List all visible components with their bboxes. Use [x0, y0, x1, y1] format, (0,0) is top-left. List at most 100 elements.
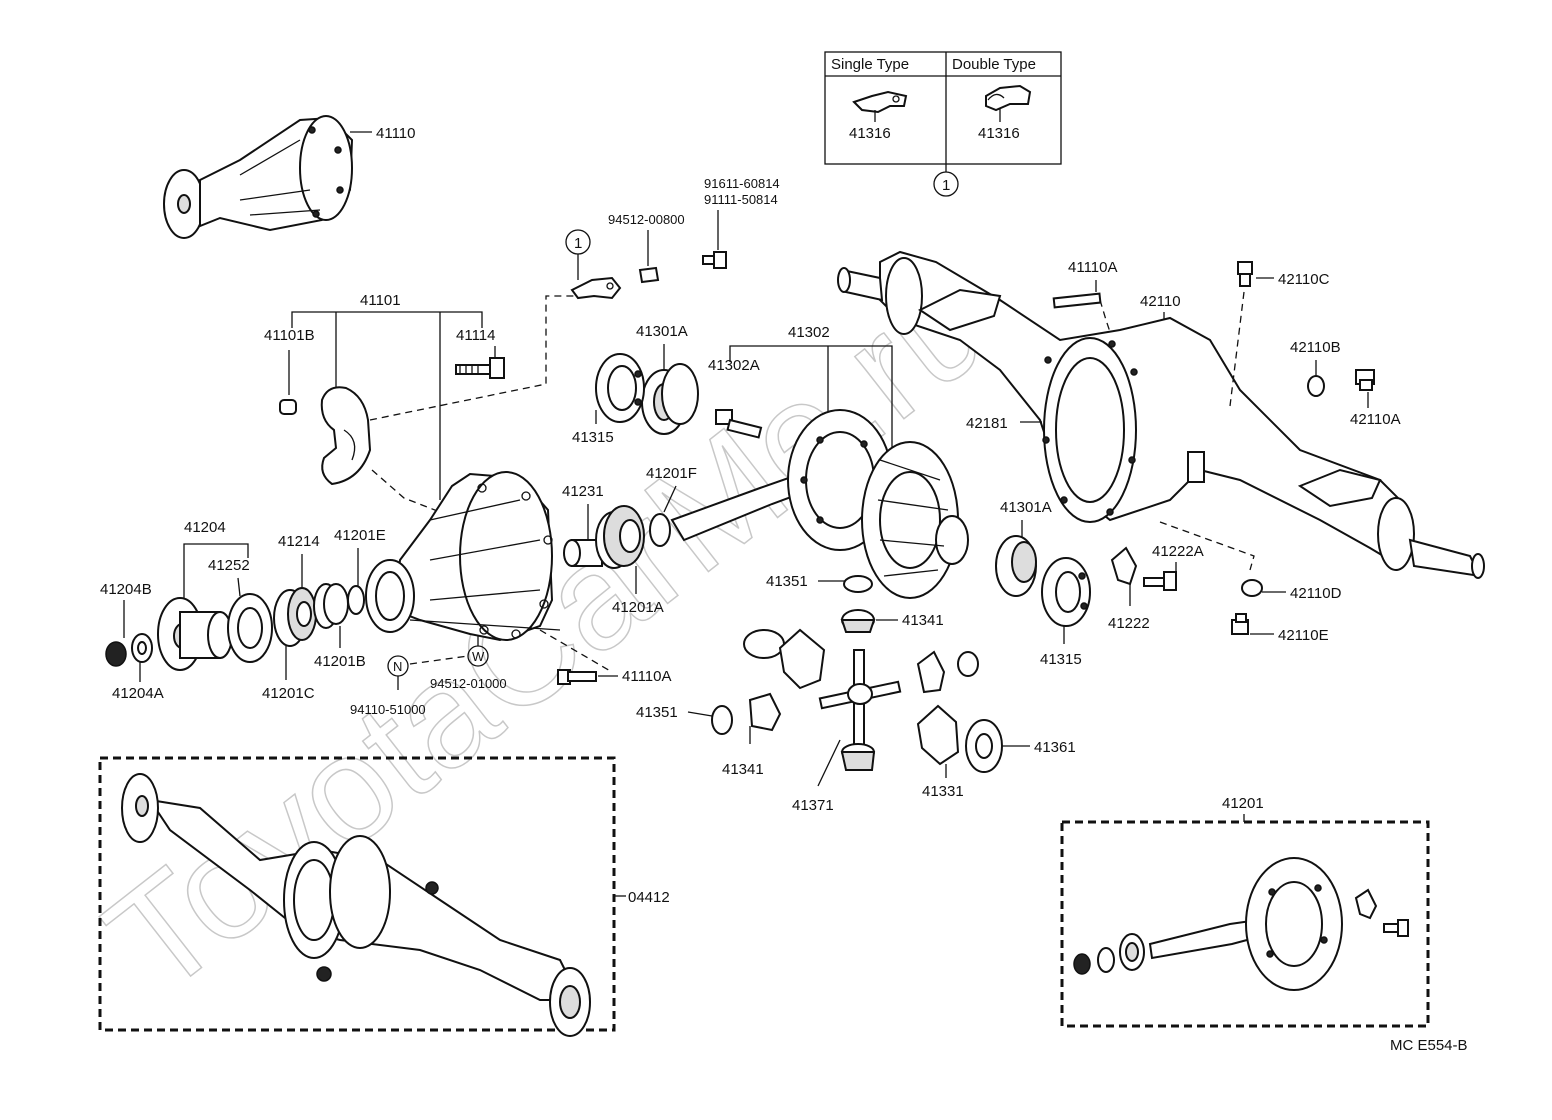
bolt-41114 — [455, 357, 505, 379]
label-41204: 41204 — [184, 519, 226, 536]
gasket-42110B — [1307, 375, 1325, 397]
ring-pinion-kit-box — [1060, 820, 1430, 1028]
label-41110A-bottom: 41110A — [622, 668, 672, 685]
label-41201B: 41201B — [314, 653, 366, 670]
pinion-bearing-41201A — [595, 505, 645, 569]
drawing-code: MC E554-B — [1390, 1037, 1468, 1054]
label-91111-50814: 91111-50814 — [704, 192, 778, 207]
label-42110E: 42110E — [1278, 627, 1329, 644]
bearing-41214 — [273, 587, 317, 647]
label-41222: 41222 — [1108, 615, 1150, 632]
bearing-cap-part — [320, 386, 372, 486]
double-type-part-number: 41316 — [978, 125, 1020, 142]
label-41351-b: 41351 — [636, 704, 678, 721]
label-41201A: 41201A — [612, 599, 664, 616]
marker-W-letter: W — [472, 649, 485, 664]
label-41204B: 41204B — [100, 581, 152, 598]
label-41110: 41110 — [376, 125, 416, 142]
label-41341-a: 41341 — [902, 612, 944, 629]
single-type-label: Single Type — [831, 56, 909, 73]
label-94110-51000: 94110-51000 — [350, 702, 426, 717]
label-91611-60814: 91611-60814 — [704, 176, 780, 191]
type-legend-box: Single Type Double Type 41316 41316 1 — [824, 51, 1062, 197]
stud-41110A-bottom — [557, 669, 597, 685]
stud-41110A-top — [1052, 292, 1102, 309]
label-41201-kit: 41201 — [1222, 795, 1264, 812]
side-gear-41341-a — [840, 609, 876, 633]
thrust-washer-41351-b — [711, 705, 733, 735]
marker-N-letter: N — [393, 659, 402, 674]
label-04412: 04412 — [628, 889, 670, 906]
ring-gear-bolt — [715, 409, 763, 439]
label-41231: 41231 — [562, 483, 604, 500]
label-41114: 41114 — [456, 327, 496, 344]
shim-41201E — [347, 585, 365, 615]
bolt-41222A — [1143, 571, 1177, 591]
label-41315-top: 41315 — [572, 429, 614, 446]
label-41351-a: 41351 — [766, 573, 808, 590]
carrier-housing — [365, 471, 561, 642]
dowel-pin-part — [279, 399, 297, 415]
label-41341-b: 41341 — [722, 761, 764, 778]
side-bearing-right — [995, 535, 1037, 597]
label-41371: 41371 — [792, 797, 834, 814]
differential-carrier-assembly — [163, 115, 372, 239]
thrust-washer-41351-a — [843, 575, 873, 593]
label-41204A: 41204A — [112, 685, 164, 702]
label-42110: 42110 — [1140, 293, 1181, 310]
pinion-gear-right — [916, 650, 979, 694]
ref-marker-number: 1 — [942, 177, 950, 194]
label-41101: 41101 — [360, 292, 401, 309]
label-41331: 41331 — [922, 783, 964, 800]
drain-plug-42110A — [1355, 369, 1375, 391]
single-type-bracket-icon — [852, 90, 908, 114]
label-41361: 41361 — [1034, 739, 1076, 756]
label-94512-01000: 94512-01000 — [430, 676, 507, 691]
bolt-91611 — [702, 251, 727, 269]
label-42110D: 42110D — [1290, 585, 1342, 602]
label-41301A-top: 41301A — [636, 323, 688, 340]
rear-axle-housing — [837, 250, 1485, 579]
ref-marker-circle — [933, 171, 959, 197]
label-41101B: 41101B — [264, 327, 315, 344]
label-42181: 42181 — [966, 415, 1008, 432]
gasket-42110D — [1241, 579, 1263, 597]
lock-washer-part — [638, 266, 660, 284]
label-41110A-top: 41110A — [1068, 259, 1118, 276]
plug-42110E — [1231, 613, 1249, 635]
pinion-gear-left — [743, 628, 826, 690]
nut-41204B — [105, 633, 153, 667]
label-41315-right: 41315 — [1040, 651, 1082, 668]
label-42110A: 42110A — [1350, 411, 1401, 428]
side-gear-41341-b — [748, 692, 782, 732]
bearing-41201B — [313, 583, 349, 629]
double-type-bracket-icon — [985, 84, 1032, 112]
label-41301A-right: 41301A — [1000, 499, 1052, 516]
double-type-label: Double Type — [952, 56, 1036, 73]
side-gear-41331 — [916, 704, 1003, 773]
shim-41201F — [649, 513, 671, 547]
breather-plug-42110C — [1237, 261, 1253, 287]
label-41214: 41214 — [278, 533, 320, 550]
axle-housing-kit-box — [98, 756, 616, 1032]
ring-pinion-kit-drawing — [1073, 857, 1409, 991]
ring-gear-and-case — [787, 409, 969, 599]
label-41201C: 41201C — [262, 685, 315, 702]
adjusting-nut-top — [595, 353, 645, 423]
label-41302A: 41302A — [708, 357, 760, 374]
companion-flange-41204 — [157, 597, 233, 671]
adjusting-nut-right — [1041, 557, 1091, 627]
label-41222A: 41222A — [1152, 543, 1204, 560]
pinion-gear-bottom — [840, 743, 876, 771]
label-41252: 41252 — [208, 557, 250, 574]
label-41302: 41302 — [788, 324, 830, 341]
label-42110B: 42110B — [1290, 339, 1341, 356]
label-94512-00800: 94512-00800 — [608, 212, 685, 227]
oil-seal-41252 — [227, 593, 273, 663]
lock-41222-part — [1110, 546, 1138, 586]
axle-housing-kit-drawing — [121, 773, 591, 1037]
label-41201F: 41201F — [646, 465, 697, 482]
label-41201E: 41201E — [334, 527, 386, 544]
label-ref-marker-bracket: 1 — [574, 235, 582, 252]
